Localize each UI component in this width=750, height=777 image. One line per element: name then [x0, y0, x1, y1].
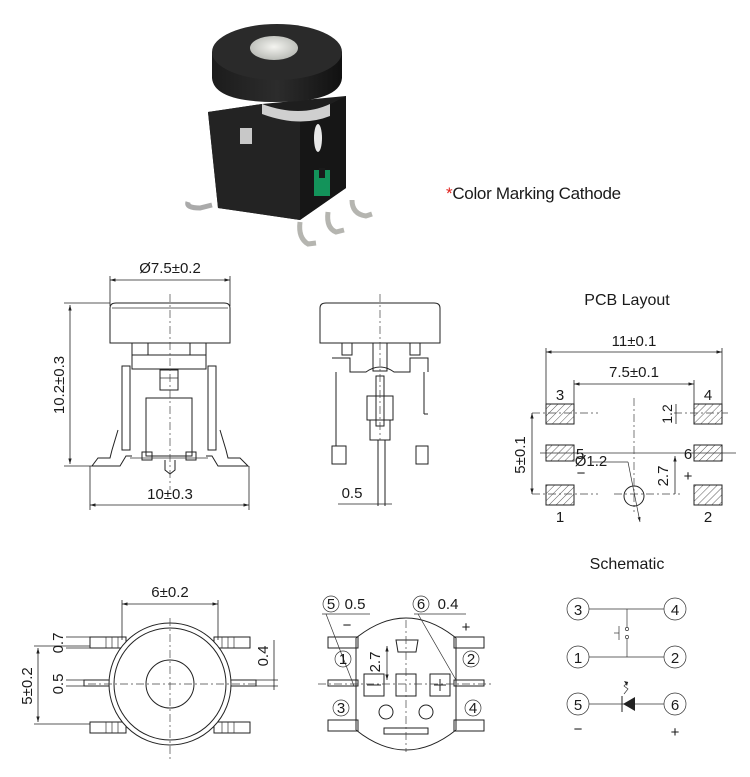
pcb-plus-sign: +	[684, 468, 693, 485]
schematic-title: Schematic	[590, 556, 665, 573]
pin-view-offset: 2.7	[367, 652, 384, 673]
note-text: Color Marking Cathode	[452, 184, 621, 203]
housing-window	[240, 128, 252, 144]
pin-view-pin-3: 3	[337, 700, 345, 717]
schematic-pin-1: 1	[574, 650, 582, 667]
note-asterisk: *	[446, 184, 453, 203]
schematic-plus-sign: +	[671, 724, 680, 741]
led-lead	[314, 124, 322, 152]
product-photo	[185, 24, 373, 247]
callout-pin-6: 6	[417, 596, 425, 613]
plunger-stem	[262, 104, 330, 122]
bottom-pad-07: 0.7	[50, 633, 67, 654]
pin-view-drawing: 2.7 5 0.5 6 0.4 − + 1 2 3 4	[318, 595, 494, 752]
pcb-pin-4: 4	[704, 387, 712, 404]
pcb-hole	[623, 485, 645, 507]
pcb-pin-1: 1	[556, 509, 564, 526]
pushbutton-symbol	[614, 609, 629, 657]
bottom-pad-04: 0.4	[255, 646, 272, 667]
schematic-pin-3: 3	[574, 602, 582, 619]
bottom-view-drawing: 6±0.2 5±0.2 0.7 0.5 0.4	[19, 584, 278, 760]
pcb-pin-6: 6	[684, 446, 692, 463]
schematic-minus-sign: −	[574, 721, 583, 738]
pad-4	[693, 403, 723, 425]
cap-diameter-dimension: Ø7.5±0.2	[139, 260, 201, 277]
pcb-inner-span: 7.5±0.1	[609, 364, 659, 381]
pad-1	[545, 484, 575, 506]
pcb-pin-5: 5	[576, 446, 584, 463]
pcb-pin-3: 3	[556, 387, 564, 404]
lead-front-3	[349, 199, 373, 219]
callout-pin-5: 5	[327, 596, 335, 613]
color-marking-note: *Color Marking Cathode	[446, 184, 621, 204]
cathode-color-marking	[314, 170, 330, 196]
pcb-hole-offset: 2.7	[655, 466, 672, 487]
front-view-drawing: Ø7.5±0.2 10.2±0.3 10±0.3	[51, 260, 250, 510]
pad-3	[545, 403, 575, 425]
pcb-minus-sign: −	[577, 465, 586, 482]
pin-view-minus: −	[343, 617, 352, 634]
height-dimension: 10.2±0.3	[51, 356, 68, 414]
callout-pin-6-value: 0.4	[438, 596, 459, 613]
pcb-layout-title: PCB Layout	[584, 292, 670, 309]
pcb-pitch-dimension: 5±0.1	[512, 436, 529, 473]
pcb-pad-height: 1.2	[659, 404, 675, 424]
pcb-hole-diameter: Ø1.2	[575, 453, 608, 470]
bottom-pad-05: 0.5	[50, 674, 67, 695]
lead-left	[185, 201, 213, 211]
schematic-pin-4: 4	[671, 602, 679, 619]
light-lens	[250, 36, 298, 60]
bottom-width-dimension: 6±0.2	[151, 584, 188, 601]
pin-view-pin-2: 2	[467, 651, 475, 668]
lead-front-2	[325, 211, 345, 235]
lead-front-1	[297, 221, 317, 247]
pcb-layout-drawing: PCB Layout 11±0.1 7.5±0.1 5±0.1 2.7 1.2 …	[512, 292, 736, 526]
lead-width-dimension: 0.5	[342, 485, 363, 502]
bottom-lens-circle	[145, 659, 195, 709]
callout-pin-5-value: 0.5	[345, 596, 366, 613]
led-diode-symbol	[621, 681, 635, 712]
pcb-pin-2: 2	[704, 509, 712, 526]
schematic-drawing: Schematic 3 4 1 2 5 6 − +	[566, 556, 687, 741]
pin-view-plus: +	[462, 619, 471, 636]
schematic-pin-2: 2	[671, 650, 679, 667]
pin-view-pin-1: 1	[339, 651, 347, 668]
schematic-pin-6: 6	[671, 697, 679, 714]
pad-2	[693, 484, 723, 506]
schematic-pin-5: 5	[574, 697, 582, 714]
bottom-pitch-dimension: 5±0.2	[19, 667, 36, 704]
pin-view-pin-4: 4	[469, 700, 477, 717]
pcb-outer-span: 11±0.1	[612, 333, 657, 350]
side-view-drawing: 0.5	[319, 294, 441, 506]
width-dimension: 10±0.3	[147, 486, 193, 503]
